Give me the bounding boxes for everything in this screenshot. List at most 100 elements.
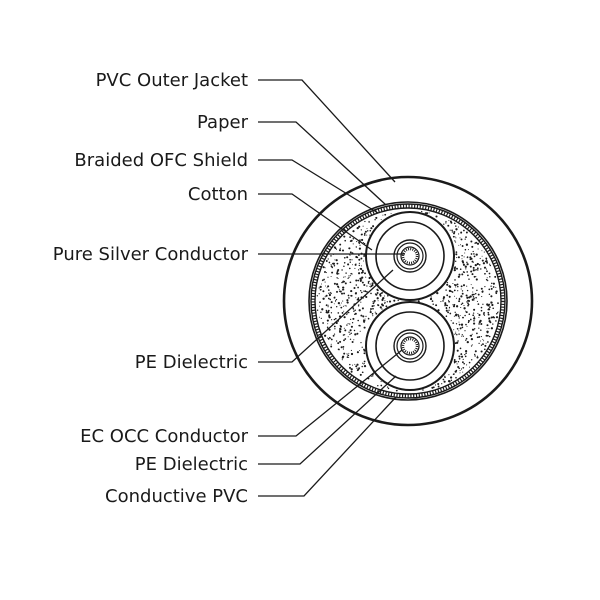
cotton-fiber-dot (364, 272, 366, 275)
cotton-fiber-dot (361, 276, 364, 279)
cotton-fiber-dot (355, 365, 358, 368)
cotton-fiber-dot (327, 323, 329, 325)
cotton-fiber-dot (456, 257, 458, 259)
cotton-fiber-dot (339, 330, 341, 331)
cotton-fiber-dot (453, 303, 456, 306)
cotton-fiber-dot (319, 288, 322, 291)
cotton-fiber-dot (369, 283, 371, 285)
cotton-fiber-dot (333, 282, 336, 285)
leader-pvc-outer-jacket (258, 79, 396, 183)
cotton-fiber-dot (465, 310, 467, 312)
cotton-fiber-dot (336, 277, 338, 279)
cotton-fiber-dot (325, 304, 328, 307)
cotton-fiber-dot (330, 345, 333, 348)
cotton-fiber-dot (358, 225, 361, 228)
cotton-fiber-dot (458, 321, 460, 323)
cotton-fiber-dot (466, 263, 469, 266)
cotton-fiber-dot (352, 243, 354, 245)
cotton-fiber-dot (455, 297, 457, 299)
cotton-fiber-dot (372, 302, 375, 305)
cotton-fiber-dot (324, 281, 326, 283)
cotton-fiber-dot (370, 227, 373, 230)
cotton-fiber-dot (348, 247, 351, 250)
leader-pe-dielectric-lower (258, 375, 397, 465)
cotton-fiber-dot (360, 257, 363, 260)
cotton-fiber-dot (368, 280, 370, 283)
cotton-fiber-dot (344, 305, 346, 307)
cotton-fiber-dot (346, 356, 349, 358)
lower-core (365, 301, 455, 391)
cotton-fiber-dot (466, 261, 468, 264)
cotton-fiber-dot (335, 322, 338, 325)
lower-core-dielectric (393, 329, 427, 363)
cotton-fiber-dot (432, 303, 434, 305)
cotton-fiber-dot (364, 363, 365, 365)
cotton-fiber-dot (322, 266, 325, 269)
cotton-fiber-dot (484, 272, 486, 275)
cotton-fiber-dot (364, 318, 366, 320)
cotton-fiber-dot (337, 268, 340, 272)
cotton-fiber-dot (363, 326, 366, 329)
cotton-fiber-dot (372, 315, 374, 317)
cotton-fiber-dot (485, 257, 488, 260)
cotton-fiber-dot (459, 347, 462, 350)
cotton-fiber-dot (492, 286, 495, 288)
cotton-fiber-dot (347, 263, 350, 266)
cotton-fiber-dot (469, 265, 472, 268)
cotton-fiber-dot (324, 296, 326, 298)
cotton-fiber-dot (328, 261, 331, 264)
cotton-fiber-dot (472, 269, 475, 272)
cotton-fiber-dot (453, 222, 456, 225)
cotton-fiber-dot (354, 313, 356, 315)
cotton-fiber-dot (353, 329, 356, 332)
cotton-fiber-dot (458, 333, 460, 335)
cotton-fiber-dot (375, 289, 377, 291)
lower-core-conductor-texture (401, 337, 419, 355)
cotton-fiber-dot (467, 299, 470, 302)
cotton-fiber-dot (480, 287, 483, 290)
cotton-fiber-dot (352, 230, 355, 233)
cotton-fiber-dot (489, 275, 491, 278)
cotton-fiber-dot (461, 245, 464, 247)
cotton-fiber-dot (371, 282, 374, 285)
leader-cotton (258, 193, 373, 251)
cotton-fiber-dot (445, 315, 448, 317)
cotton-fiber-dot (344, 329, 347, 332)
cotton-fiber-dot (350, 370, 353, 373)
cotton-fiber-dot (458, 273, 461, 276)
cotton-fiber-dot (465, 294, 468, 297)
cotton-fiber-dot (480, 350, 483, 353)
cotton-fiber-dot (327, 276, 329, 278)
cotton-fiber-dot (371, 305, 374, 308)
cotton-fiber-dot (349, 254, 351, 256)
cotton-fiber-dot (328, 314, 331, 317)
cotton-fiber-dot (492, 323, 494, 325)
cotton-fiber-dot (491, 303, 494, 307)
cotton-fiber-dot (321, 279, 324, 282)
cotton-fiber-dot (466, 296, 469, 299)
cotton-fiber-dot (335, 301, 337, 303)
cotton-fiber-dot (357, 319, 360, 322)
lower-core-inner-ring (375, 311, 445, 381)
cotton-fiber-dot (330, 255, 332, 257)
cotton-fiber-dot (365, 276, 367, 278)
cotton-fiber-dot (485, 334, 488, 337)
cotton-fiber-dot (362, 225, 364, 227)
cotton-fiber-dot (487, 311, 490, 314)
cotton-fiber-dot (362, 242, 364, 244)
cotton-fiber-dot (341, 311, 344, 314)
cotton-fiber-dot (460, 368, 463, 370)
cotton-fiber-dot (367, 317, 370, 320)
cotton-fiber-dot (350, 352, 354, 356)
cotton-fiber-dot (335, 248, 338, 250)
label-paper: Paper (197, 112, 249, 133)
cotton-fiber-dot (349, 363, 351, 366)
cotton-fiber-dot (372, 301, 374, 303)
cotton-fiber-dot (492, 307, 495, 310)
cotton-fiber-dot (370, 292, 372, 295)
cotton-fiber-dot (442, 378, 445, 381)
cotton-fiber-dot (355, 284, 358, 286)
cotton-fiber-dot (490, 285, 492, 287)
cotton-fiber-dot (340, 306, 343, 309)
conductive-pvc-ring (314, 207, 502, 395)
